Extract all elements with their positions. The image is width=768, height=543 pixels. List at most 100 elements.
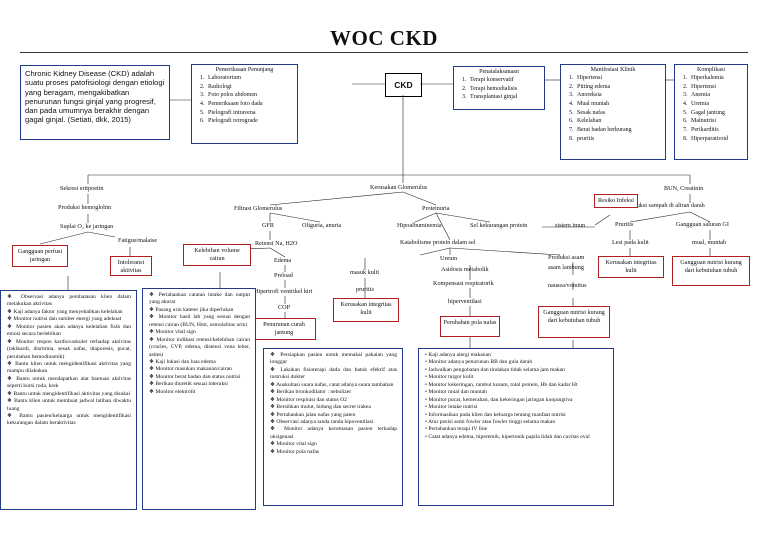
note-item: ❖ Kaji adanya faktor yang menyebabkan ke…	[7, 308, 123, 315]
note-item: • Kaji adanya alergi makanan	[425, 352, 491, 358]
manifestation-item: Sesak nafas	[575, 109, 665, 118]
label-gfr: GFR	[262, 222, 275, 229]
supporting-exam-item: Pielografi retrograde	[206, 117, 297, 126]
note-item: ❖ Bantu pasien/keluarga untuk mengidenti…	[7, 413, 131, 427]
complication-item: Anemia	[689, 91, 747, 100]
diagnosis-curah: Penurunan curah jantung	[252, 318, 316, 340]
note-item: • Pertahankan terapi IV line	[425, 426, 488, 433]
manifestation-item: Mual muntah	[575, 100, 665, 109]
label-oliguria: Oliguria, anuria	[302, 222, 342, 229]
note-item: ❖ Bantu klien untuk mengidentifikasi akt…	[7, 360, 131, 375]
label-produksi-hb: Produksi hemoglobin	[58, 204, 112, 211]
note-item: • Monitor kekeringan, rambut kusam, tota…	[425, 381, 578, 388]
note-item: ❖ Pertahankan jalan nafas yang paten	[270, 411, 356, 418]
supporting-exam-item: Pielografi intravena	[206, 109, 297, 118]
label-masuk-kulit: masuk kulit	[350, 269, 380, 276]
label-filtrasi: Filtrasi Glomerulus	[234, 205, 283, 212]
label-pruritis: pruritis	[356, 286, 374, 293]
note-item: ❖ Monitor pola nafas	[270, 448, 319, 455]
note-item: ❖ Berikan diuretik sesuai interuksi	[149, 381, 228, 388]
diagnosis-nutrisi-2: Gangguan nutrisi kurang dari kebutuhan t…	[672, 256, 750, 286]
note-item: ❖ Monitor nutrisi dan sumber energi yang…	[7, 316, 122, 323]
complications-title: Komplikasi	[697, 67, 725, 73]
manifestation-item: Hipertensi	[575, 74, 665, 83]
complication-item: Gagal jantung	[689, 109, 747, 118]
complication-item: Hiperparatiroid	[689, 135, 747, 144]
supporting-exams-title: Pemeriksaan Penunjang	[215, 67, 274, 73]
management-item: Transplantasi ginjal	[468, 93, 544, 102]
note-item: • Monitor turgor kulit	[425, 374, 474, 381]
note-item: ❖ Monitor respon kardiovaskuler terhadap…	[7, 338, 131, 360]
note-item: ❖ Bantu untuk mendapatkan alat bantuan a…	[7, 375, 131, 390]
label-produksi-asam: Produksi asam	[548, 254, 585, 261]
intervention-notes-fluid: ❖ Pertahankan catatan intake dan output …	[142, 288, 256, 510]
note-item: • Jadwalkan pengobatan dan tindakan tida…	[425, 366, 565, 373]
diagnosis-nutrisi-1: Gangguan nutrisi kurang dari kebutuhan t…	[538, 306, 610, 338]
note-item: ❖ Monitor elektrolit	[149, 388, 196, 395]
note-item: ❖ Monitor indikasi retensi/kelebihan cai…	[149, 336, 250, 358]
label-suplai: Suplai O₂ ke jaringan	[60, 223, 114, 230]
manifestation-item: Anoreksia	[575, 91, 665, 100]
management-box: Penatalaksanaan Terapi konservatif Terap…	[453, 66, 545, 110]
diagnosis-integritas-2: Kerusakan integritas kulit	[598, 256, 664, 278]
diagnosis-perfusi: Gangguan perfusi jaringan	[12, 245, 68, 267]
note-item: ❖ Monitor vital sign	[270, 441, 317, 448]
manifestation-item: pruritis	[575, 135, 665, 144]
intervention-notes-activity: ❖ Observasi adanya pembatasan klien dala…	[0, 290, 137, 510]
label-bun: BUN, Creatinin	[664, 185, 704, 192]
supporting-exam-item: Pemeriksaan foto dada	[206, 100, 297, 109]
note-item: ❖ Monitor vital sign	[149, 329, 196, 336]
label-asidosis: Asidosis metabolik	[441, 266, 489, 273]
supporting-exam-item: Foto polos abdomen	[206, 91, 297, 100]
label-ureum: Ureum	[440, 255, 458, 262]
intervention-notes-breathing: ❖ Persiapkan pasien untuk memakai pakaia…	[263, 348, 403, 506]
diagnosis-pola-nafas: Perubahan pola nafas	[440, 316, 500, 337]
note-item: ❖ Pertahankan catatan intake dan output …	[149, 292, 250, 306]
diagnosis-infeksi: Resiko Infeksi	[594, 194, 638, 208]
label-kerusakan: Kerusakan Glomerulus	[370, 184, 428, 191]
label-retensi: Retensi Na, H2O	[255, 240, 298, 247]
label-hipoalbumin: Hipoalbuminemia	[397, 222, 442, 229]
manifestation-item: Kelelahan	[575, 117, 665, 126]
label-sistem-imun: sistem imun	[555, 222, 586, 229]
page-title: WOC CKD	[330, 26, 438, 50]
supporting-exam-item: Radiologi	[206, 83, 297, 92]
note-item: ❖ Persiapkan pasien untuk memakai pakaia…	[270, 352, 397, 366]
note-item: ❖ Bersihkan mulut, hidung dan secret tra…	[270, 404, 371, 411]
note-item: ❖ Lakukan fisioterapi dada dan batuk efe…	[270, 366, 397, 381]
label-hiperventilasi: hiperventilasi	[448, 298, 482, 305]
note-item: • Monitor adanya penurunan BB dan gula d…	[425, 359, 533, 366]
complication-item: Hiperkalemia	[689, 74, 747, 83]
label-proteinuria: Proteinuria	[422, 205, 450, 212]
label-sekresi: Sekresi eritpoetin	[60, 185, 104, 192]
label-sel-kekurangan: Sel kekurangan protein	[470, 222, 528, 229]
note-item: • Monitor mual dan muntah	[425, 389, 487, 396]
note-item: ❖ Pasang urin kateter jika diperlukan	[149, 306, 234, 313]
label-katabolisme: Katabolisme protein dalam sel	[400, 239, 476, 246]
diagnosis-intoleransi: Intoleransi aktivitas	[110, 256, 152, 276]
label-fatigue: Fatigue/malaise	[118, 237, 158, 244]
management-title: Penatalaksanaan	[479, 69, 519, 75]
note-item: ❖ Observasi adanya pembatasan klien dala…	[7, 294, 131, 308]
note-item: • Monitor pucat, kemerahan, dan kekering…	[425, 396, 573, 403]
label-mual: mual, muntah	[692, 239, 727, 246]
note-item: • Atur posisi semi fowler atau fowler ti…	[425, 418, 556, 425]
label-hipertrofi: Hipertrofi ventrikel kiri	[254, 288, 313, 295]
manifestation-item: Pitting edema	[575, 83, 665, 92]
title-divider	[20, 52, 748, 53]
note-item: ❖ Auskultasi suara nafas, catat adanya s…	[270, 381, 394, 388]
label-gangguan-gi: Gangguan saluran GI	[676, 221, 729, 228]
note-item: ❖ Monitor respirasi dan status O2	[270, 396, 347, 403]
label-cop: COP	[278, 304, 291, 311]
label-edema: Edema	[274, 257, 292, 264]
note-item: ❖ Monitor hasil lab yang sesuai dengan r…	[149, 314, 250, 328]
supporting-exam-item: Laboratorium	[206, 74, 297, 83]
note-item: ❖ Monitor masukan makanan/cairan	[149, 366, 232, 373]
diagnosis-integritas-1: Kerusakan integritas kulit	[333, 298, 399, 322]
note-item: ❖ Monitor berat badan dan status nutrisi	[149, 373, 241, 380]
complication-item: Hipertensi	[689, 83, 747, 92]
complication-item: Uremia	[689, 100, 747, 109]
note-item: ❖ Kaji lokasi dan luas edema	[149, 358, 216, 365]
clinical-manifestations-title: Manifestasi Klinik	[590, 67, 636, 73]
label-lesi: Lesi pada kulit	[612, 239, 649, 246]
